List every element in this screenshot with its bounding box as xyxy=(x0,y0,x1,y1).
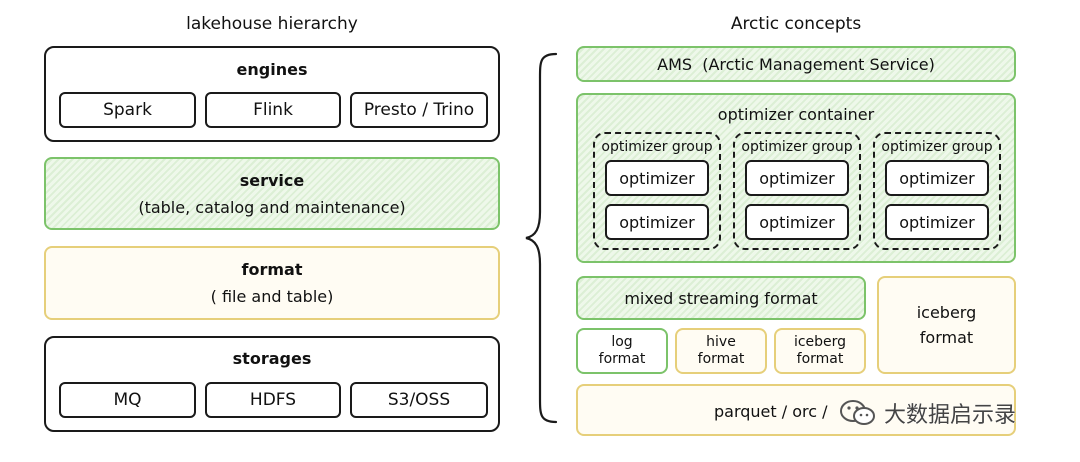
hive-format-line1: hive xyxy=(706,334,736,350)
hive-format-line2: format xyxy=(697,351,745,367)
iceberg-format-small-line2: format xyxy=(796,351,844,367)
iceberg-format-small-line1: iceberg xyxy=(793,334,847,350)
wechat-icon xyxy=(840,400,875,425)
left-title: lakehouse hierarchy xyxy=(186,14,358,34)
optimizer-group: optimizer group optimizer optimizer xyxy=(593,132,721,250)
optimizer: optimizer xyxy=(885,204,989,240)
optimizer-container: optimizer container optimizer group opti… xyxy=(576,93,1016,263)
storages-title: storages xyxy=(232,349,312,368)
log-format-box: log format xyxy=(576,328,668,374)
optimizer: optimizer xyxy=(885,160,989,196)
optimizer-group-label: optimizer group xyxy=(741,139,853,155)
format-subtitle: ( file and table) xyxy=(210,287,334,306)
engines-title: engines xyxy=(236,60,308,79)
curly-brace xyxy=(525,52,558,424)
ams-box: AMS (Arctic Management Service) xyxy=(576,46,1016,82)
optimizer: optimizer xyxy=(745,160,849,196)
optimizer-group: optimizer group optimizer optimizer xyxy=(873,132,1001,250)
parquet-label: parquet / orc / xyxy=(714,402,828,421)
iceberg-format-line1: iceberg xyxy=(916,303,977,322)
optimizer-group: optimizer group optimizer optimizer xyxy=(733,132,861,250)
format-box: format ( file and table) xyxy=(44,246,500,320)
engines-box: engines Spark Flink Presto / Trino xyxy=(44,46,500,142)
service-title: service xyxy=(239,170,305,190)
optimizer: optimizer xyxy=(745,204,849,240)
service-subtitle: (table, catalog and maintenance) xyxy=(138,197,406,217)
log-format-line2: format xyxy=(598,351,646,367)
storages-box: storages MQ HDFS S3/OSS xyxy=(44,336,500,432)
engine-spark: Spark xyxy=(59,92,196,128)
log-format-line1: log xyxy=(611,334,633,350)
optimizer-container-title: optimizer container xyxy=(717,105,875,124)
optimizer: optimizer xyxy=(605,204,709,240)
storage-hdfs: HDFS xyxy=(205,382,341,418)
engine-presto-trino: Presto / Trino xyxy=(350,92,488,128)
iceberg-format-line2: format xyxy=(919,328,974,347)
engine-flink: Flink xyxy=(205,92,341,128)
hive-format-box: hive format xyxy=(675,328,767,374)
watermark: 大数据启示录 xyxy=(838,396,1016,430)
optimizer: optimizer xyxy=(605,160,709,196)
right-title: Arctic concepts xyxy=(730,14,862,34)
watermark-text: 大数据启示录 xyxy=(884,403,1017,429)
mixed-streaming-format-label: mixed streaming format xyxy=(624,288,818,308)
service-box: service (table, catalog and maintenance) xyxy=(44,157,500,230)
storage-mq: MQ xyxy=(59,382,196,418)
mixed-streaming-format-box: mixed streaming format xyxy=(576,276,866,320)
storage-s3-oss: S3/OSS xyxy=(350,382,488,418)
ams-label: AMS (Arctic Management Service) xyxy=(657,54,935,74)
iceberg-format-small-box: iceberg format xyxy=(774,328,866,374)
format-title: format xyxy=(241,260,303,279)
parquet-box: parquet / orc / xyxy=(576,384,1016,436)
optimizer-group-label: optimizer group xyxy=(601,139,713,155)
optimizer-group-label: optimizer group xyxy=(881,139,993,155)
iceberg-format-box: iceberg format xyxy=(877,276,1016,374)
